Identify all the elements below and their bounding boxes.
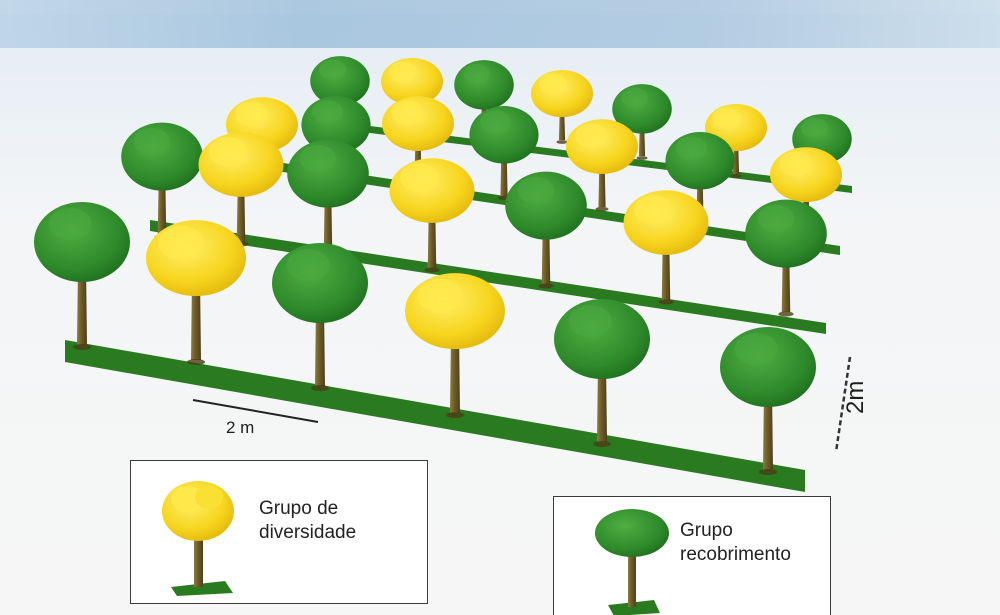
- vertical-scale-bar: [834, 356, 852, 453]
- green-tree-row_2-4: [469, 106, 539, 201]
- yellow-tree-row_3-2: [198, 132, 284, 247]
- legend-cover-group: Grupo recobrimento: [553, 496, 831, 615]
- yellow-tree-row_4-4: [405, 273, 505, 418]
- legend-diversity-group: Grupo de diversidade: [130, 460, 428, 604]
- trunk: [450, 332, 460, 413]
- trunk: [236, 182, 246, 242]
- trunk: [427, 208, 437, 268]
- trunk: [315, 305, 325, 386]
- trunk: [661, 240, 671, 300]
- header-band: [0, 0, 1000, 48]
- green-tree-row_4-3: [272, 243, 368, 391]
- green-tree-row_3-5: [505, 171, 587, 289]
- trees: [34, 56, 852, 475]
- yellow-tree-row_2-5: [566, 119, 638, 212]
- legend-cover-label: Grupo recobrimento: [680, 520, 791, 565]
- green-tree-row_1-5: [612, 84, 672, 160]
- yellow-tree-icon: [162, 481, 234, 596]
- green-tree-row_4-1: [34, 202, 130, 350]
- vertical-scale-label: 2m: [842, 380, 869, 414]
- trunk: [763, 389, 773, 470]
- horizontal-scale-label: 2 m: [226, 418, 255, 437]
- green-tree-row_3-1: [121, 122, 203, 240]
- yellow-tree-row_1-4: [531, 70, 593, 144]
- yellow-tree-row_3-4: [389, 158, 475, 273]
- green-tree-row_4-5: [554, 299, 650, 447]
- green-tree-row_3-3: [287, 139, 369, 257]
- horizontal-scale-bar: [192, 399, 319, 423]
- yellow-tree-row_4-2: [146, 220, 246, 365]
- green-tree-row_3-7: [745, 199, 827, 317]
- legend-diversity-label: Grupo de diversidade: [259, 498, 357, 543]
- ground-strip-4: [65, 340, 805, 492]
- trunk: [77, 264, 87, 345]
- trunk: [597, 361, 607, 442]
- green-tree-row_2-6: [665, 132, 735, 227]
- yellow-tree-row_3-6: [623, 190, 709, 305]
- green-tree-icon: [595, 509, 669, 615]
- green-tree-row_4-6: [720, 327, 816, 475]
- trunk: [191, 279, 201, 360]
